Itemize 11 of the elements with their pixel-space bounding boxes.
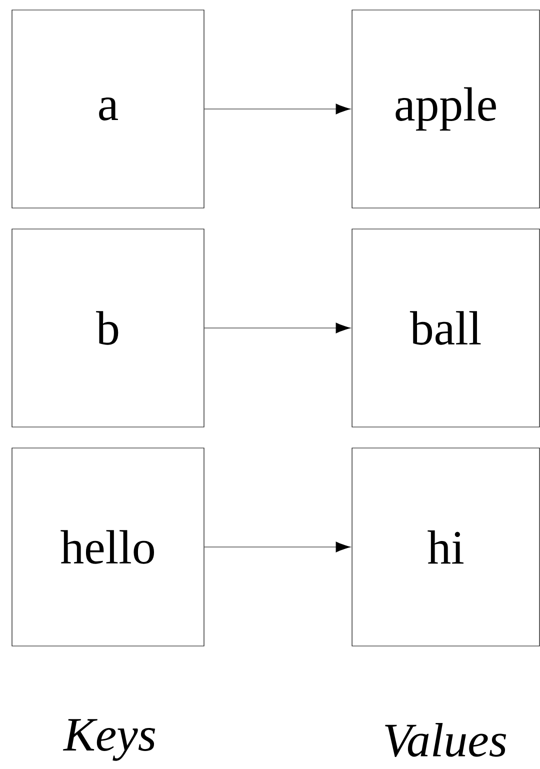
arrow xyxy=(204,322,351,334)
axis-caption: Values xyxy=(385,723,506,757)
text-box: ball xyxy=(352,228,540,428)
text-box: hello xyxy=(12,448,204,646)
arrow xyxy=(204,542,351,552)
arrow xyxy=(204,104,351,114)
axis-caption: Keys xyxy=(62,719,156,761)
text-box: hi xyxy=(352,448,540,646)
text-box: apple xyxy=(352,10,540,208)
text-box: a xyxy=(12,10,204,208)
text-box: b xyxy=(12,228,204,428)
